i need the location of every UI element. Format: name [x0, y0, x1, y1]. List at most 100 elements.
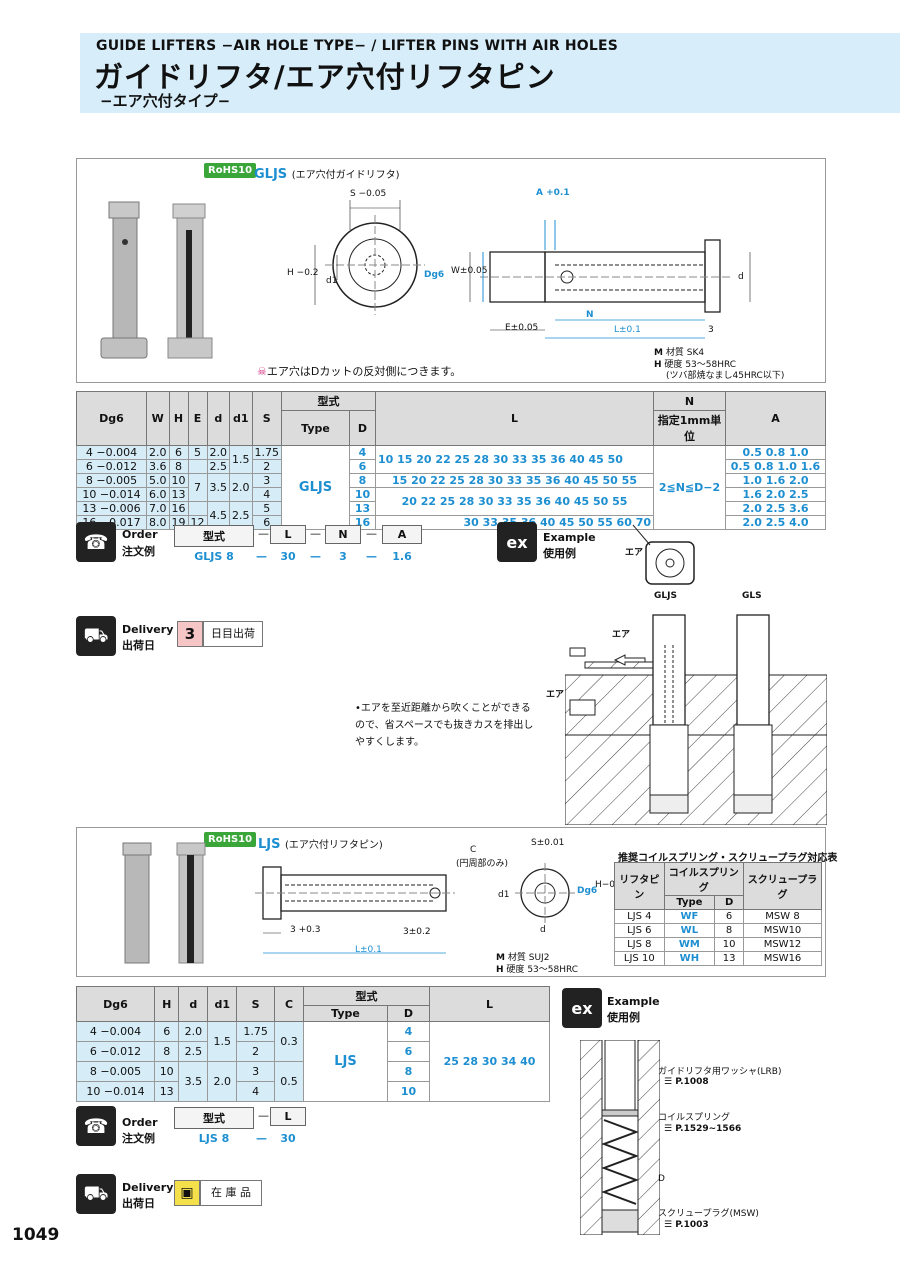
- order2-label-jp: 注文例: [122, 1132, 155, 1145]
- ljs-dim-s: S±0.01: [531, 838, 565, 848]
- air-note: ☠エア穴はDカットの反対側につきます。: [257, 365, 462, 378]
- order2-value-type: LJS 8: [198, 1132, 230, 1145]
- dim-a: A +0.1: [536, 188, 570, 198]
- order-value-type: GLJS 8: [194, 550, 234, 563]
- order-dash: —: [366, 550, 377, 563]
- gljs-spec-table: Dg6 W H E d d1 S 型式 L N A Type D 指定1mm単位…: [76, 391, 826, 530]
- book-icon: ☰: [664, 1077, 673, 1087]
- stock-box-icon: ▣: [174, 1180, 200, 1206]
- table-row: 16 −0.017 8.0 19 12 6 16 30 33 35 36 40 …: [76, 515, 826, 530]
- ljs-dim-dg6: Dg6: [577, 886, 598, 896]
- order2-label-en: Order: [122, 1116, 158, 1129]
- subtitle-jp: −エア穴付タイプ−: [100, 92, 231, 110]
- ljs-spec-table: Dg6 H d d1 S C 型式 L Type D 4 −0.004 6 2.…: [76, 986, 550, 1102]
- ljs-dim-l: L±0.1: [355, 945, 382, 955]
- delivery2-label-jp: 出荷日: [122, 1197, 155, 1210]
- order-label-jp: 注文例: [122, 545, 155, 558]
- order-head-type: 型式: [174, 525, 254, 547]
- phone-icon-2: ☎: [76, 1106, 116, 1146]
- delivery2-text: 在 庫 品: [200, 1180, 262, 1206]
- table-row: 6 −0.012 3.6 8 2.5 2 6 0.5 0.8 1.0 1.6: [76, 459, 826, 474]
- spring-page: ☰ P.1529∼1566: [664, 1124, 742, 1134]
- order-dash: —: [310, 550, 321, 563]
- ljs-dim-three2: 3±0.2: [403, 927, 431, 937]
- feature-note: •エアを至近距離から吹くことができるので、省スペースでも抜きカスを排出しやすくし…: [355, 703, 534, 748]
- table-row: 8 −0.005 10 3.5 2.0 3 0.5 8: [76, 1061, 550, 1102]
- order-dash: —: [366, 527, 377, 540]
- d-label: D: [658, 1174, 665, 1184]
- order-value-a: 1.6: [392, 550, 412, 563]
- gljs-label: GLJS: [654, 591, 677, 601]
- dim-d1: d1: [326, 276, 338, 286]
- hardness-note: (ツバ部焼なまし45HRC以下): [666, 371, 785, 381]
- dim-e: E±0.05: [505, 323, 539, 333]
- delivery-label-jp: 出荷日: [122, 639, 155, 652]
- truck-icon-2: ⛟: [76, 1174, 116, 1214]
- spring-label: コイルスプリング: [658, 1113, 731, 1123]
- dim-dg6: Dg6: [424, 270, 445, 280]
- order-value-l: 30: [280, 550, 296, 563]
- c-note: C: [470, 845, 477, 855]
- order-head-n: N: [325, 525, 361, 544]
- table-row: 4 −0.004 2.0 6 5 2.0 1.5 1.75 GLJS 4 10 …: [76, 445, 826, 530]
- rohs-badge-2: RoHS10: [204, 832, 257, 847]
- order2-value-l: 30: [280, 1132, 296, 1145]
- order-label-en: Order: [122, 528, 158, 541]
- washer-page: ☰ P.1008: [664, 1077, 709, 1087]
- air-label-3: エア: [546, 690, 565, 700]
- ljs-dim-d1: d1: [498, 890, 510, 900]
- air-label: エア: [625, 548, 644, 558]
- example2-section-drawing: [580, 1040, 660, 1235]
- dim-three: 3: [708, 325, 714, 335]
- ljs-title: LJS (エア穴付リフタピン): [258, 837, 383, 852]
- title-jp: ガイドリフタ/エア穴付リフタピン: [94, 60, 556, 94]
- air-label-2: エア: [612, 630, 631, 640]
- book-icon: ☰: [664, 1220, 673, 1230]
- dim-l: L±0.1: [614, 325, 641, 335]
- delivery-days-badge: 3: [177, 621, 203, 647]
- ljs-dim-h: H−0.2: [595, 880, 624, 890]
- dim-w: W±0.05: [451, 266, 488, 276]
- plug-label: スクリュープラグ(MSW): [658, 1209, 759, 1219]
- material-line: M 材質 SK4: [654, 348, 705, 358]
- info-icon: ☠: [257, 365, 267, 378]
- table-row: 10 −0.014 6.0 13 4 10 20 22 25 28 30 33 …: [76, 487, 826, 516]
- gljs-product-photo: [100, 201, 213, 359]
- order-value-n: 3: [339, 550, 347, 563]
- order2-head-type: 型式: [174, 1107, 254, 1129]
- dim-n: N: [586, 310, 594, 320]
- dim-s: S −0.05: [350, 189, 387, 199]
- dim-h: H −0.2: [287, 268, 319, 278]
- hardness-line: H 硬度 53〜58HRC: [654, 360, 737, 370]
- example-label-en: Example: [543, 531, 596, 544]
- example-label-jp: 使用例: [543, 547, 576, 560]
- washer-label: ガイドリフタ用ワッシャ(LRB): [658, 1067, 782, 1077]
- delivery2-label-en: Delivery: [122, 1181, 174, 1194]
- gljs-title: GLJS (エア穴付ガイドリフタ): [254, 167, 400, 182]
- rohs-badge: RoHS10: [204, 163, 257, 178]
- ljs-material: M 材質 SUJ2: [496, 953, 550, 963]
- phone-icon: ☎: [76, 522, 116, 562]
- table-row: 4 −0.004 6 2.0 1.5 1.75 0.3 LJS 4 25 28 …: [76, 1021, 550, 1102]
- ljs-dim-d: d: [540, 925, 546, 935]
- order-head-a: A: [382, 525, 422, 544]
- order-dash: —: [256, 550, 267, 563]
- order-dash: —: [258, 527, 269, 540]
- ljs-product-photo: [122, 842, 206, 964]
- delivery-label-en: Delivery: [122, 623, 174, 636]
- example-icon-2: ex: [562, 988, 602, 1028]
- delivery-text: 日目出荷: [203, 621, 263, 647]
- example2-label-en: Example: [607, 995, 660, 1008]
- example-topview: [632, 524, 695, 585]
- book-icon: ☰: [664, 1124, 673, 1134]
- gljs-drawing: [314, 200, 751, 339]
- example2-label-jp: 使用例: [607, 1011, 640, 1024]
- spring-table-title: 推奨コイルスプリング・スクリュープラグ対応表: [618, 853, 838, 864]
- ljs-hardness: H 硬度 53〜58HRC: [496, 965, 579, 975]
- page-number: 1049: [12, 1225, 60, 1245]
